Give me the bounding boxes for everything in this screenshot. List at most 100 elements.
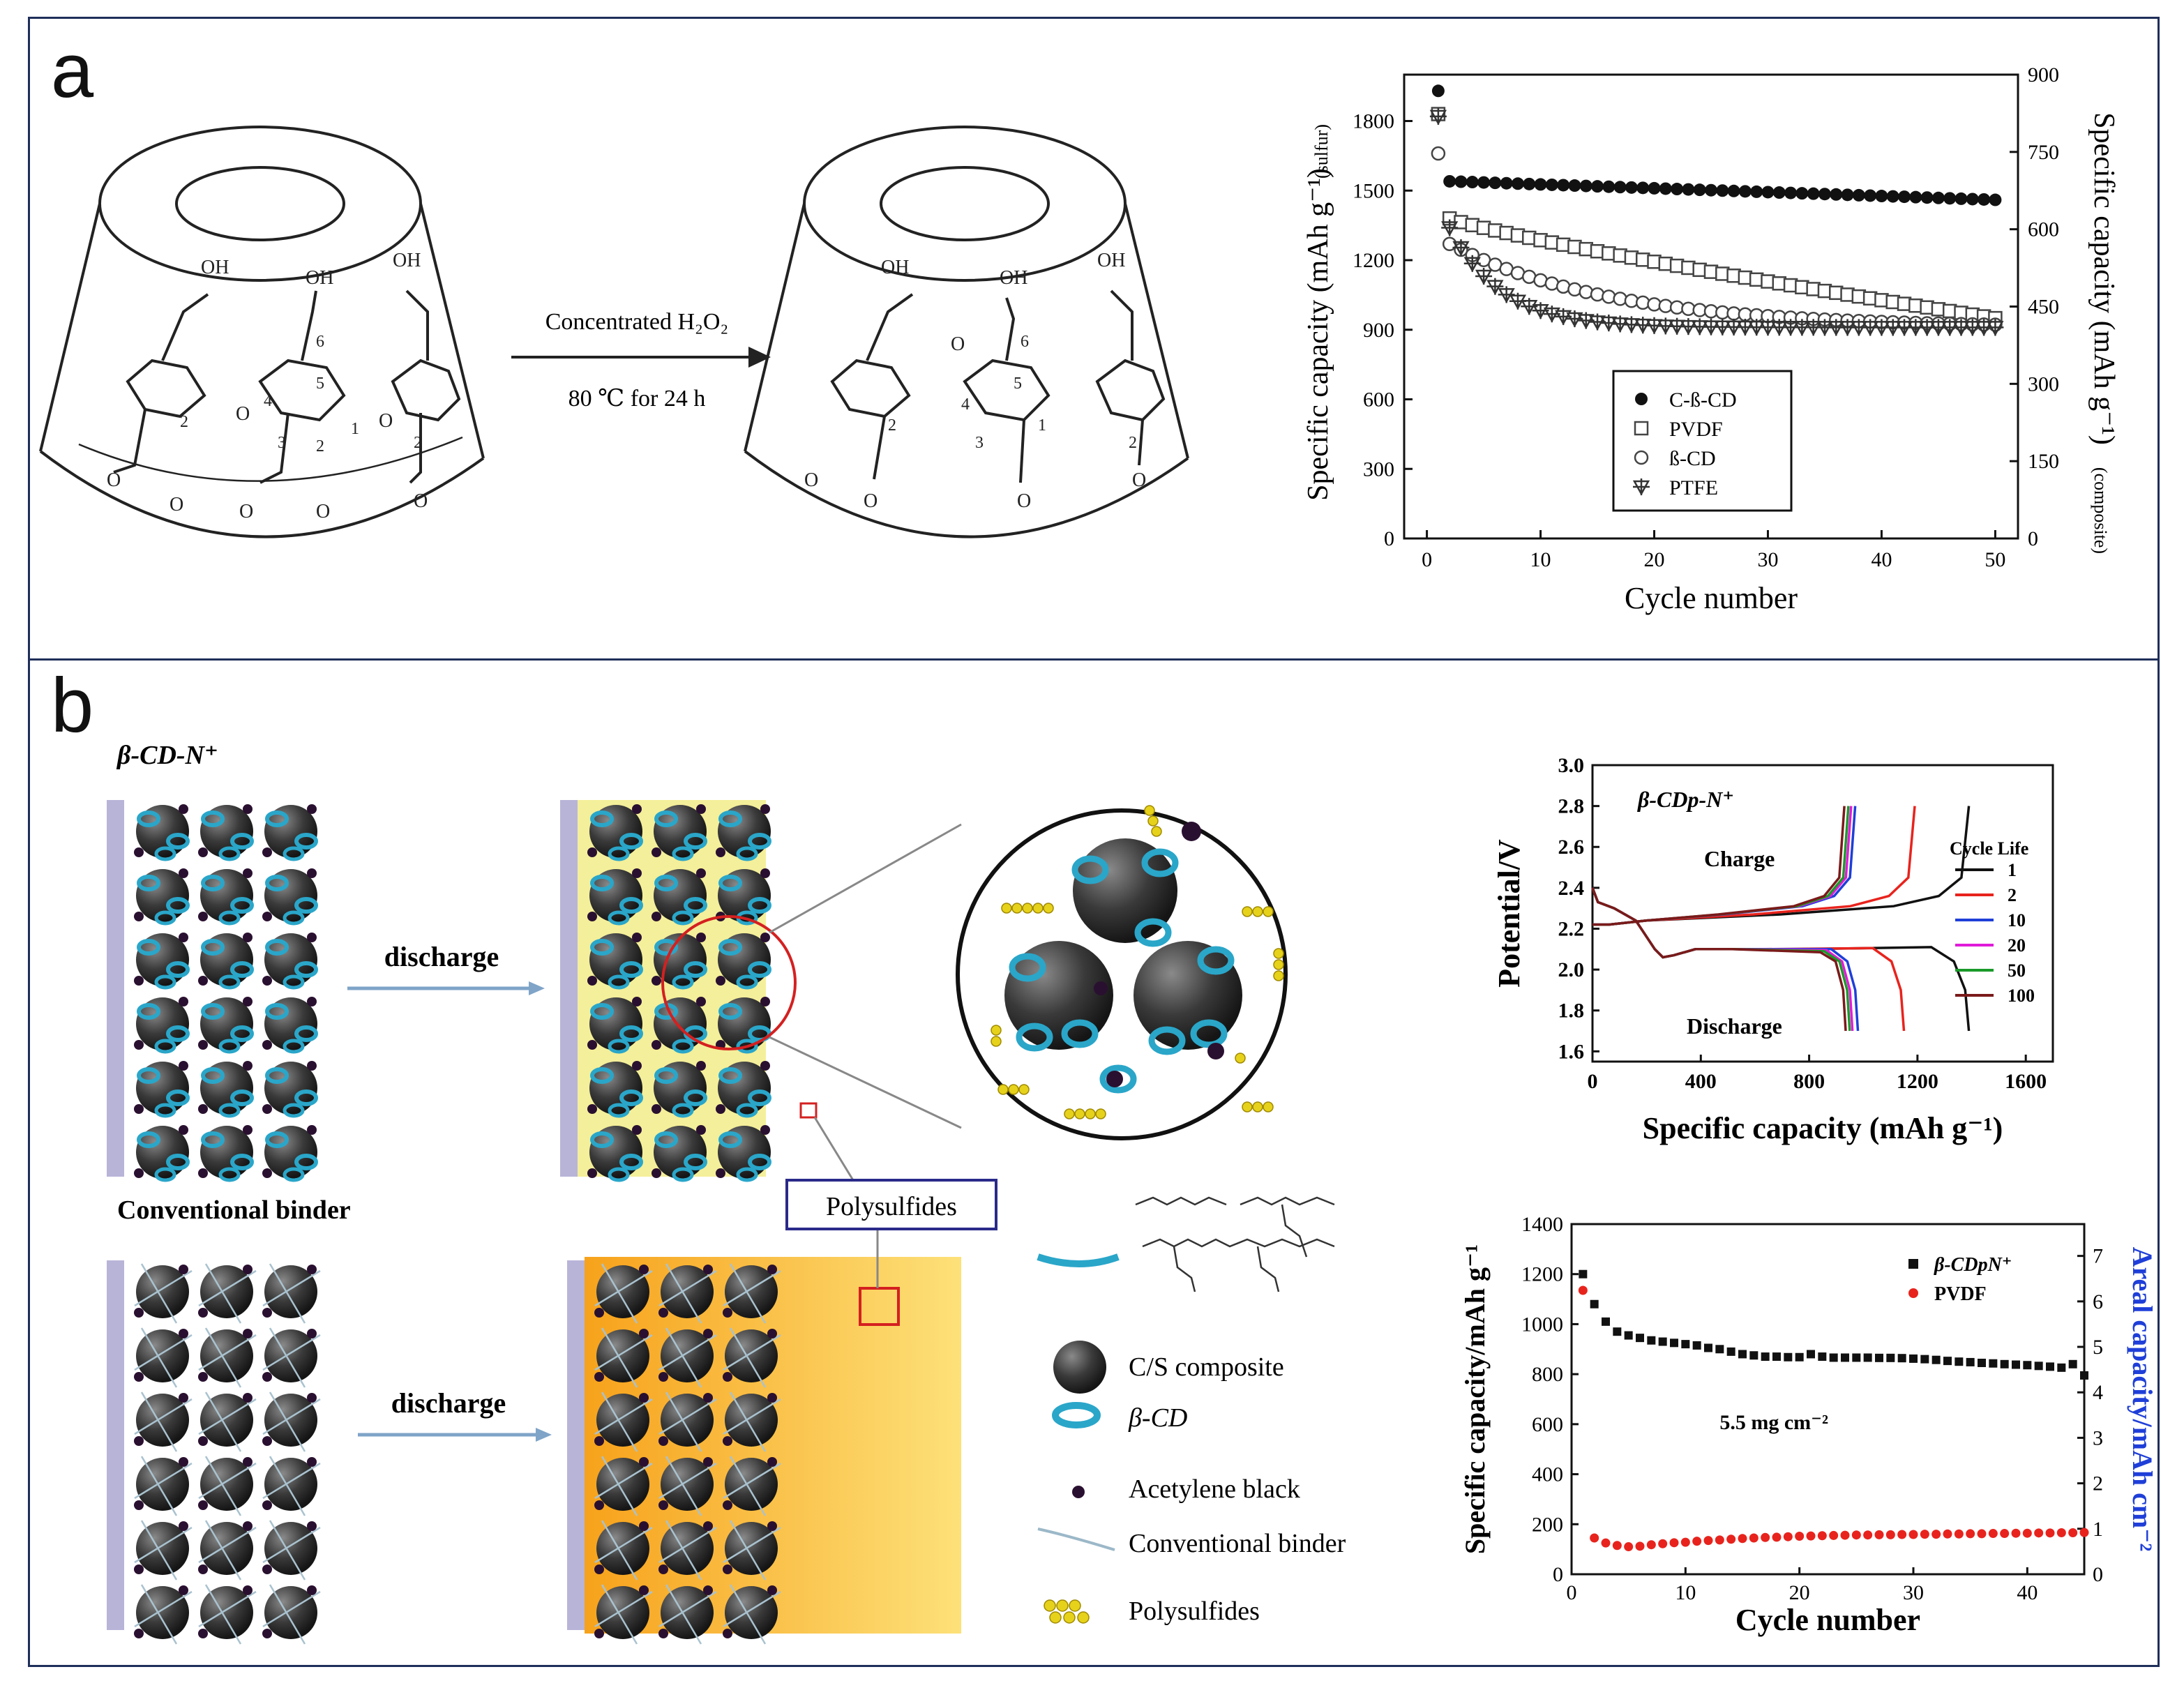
chem-label-n4: 4 <box>961 395 970 414</box>
binder-fiber <box>729 1391 767 1452</box>
binder-fiber <box>269 1391 306 1452</box>
data-point <box>1613 181 1627 194</box>
cd-ring <box>218 1039 241 1054</box>
cs-composite-sphere <box>654 1062 707 1115</box>
data-point <box>1920 1530 1929 1539</box>
binder-fiber <box>594 1269 653 1307</box>
acetylene-black <box>632 1125 642 1135</box>
data-point <box>1749 1533 1759 1543</box>
binder-fiber <box>729 1263 767 1324</box>
chem-label-n2: 2 <box>414 434 422 452</box>
y-axis-label: Potential/V <box>1492 839 1526 988</box>
data-point <box>1646 1540 1656 1550</box>
data-point <box>2023 1361 2032 1370</box>
data-point <box>1647 1336 1656 1345</box>
x-tick-label: 40 <box>1871 548 1892 571</box>
x-tick-label: 30 <box>1903 1581 1924 1604</box>
cd-ring <box>654 1067 678 1084</box>
cs-composite-sphere <box>718 1126 771 1179</box>
binder-fiber <box>140 1263 178 1324</box>
data-point <box>1613 1327 1622 1336</box>
binder-fiber <box>269 1327 306 1388</box>
cd-ring <box>283 1167 305 1182</box>
data-point <box>1545 178 1558 191</box>
data-point <box>1955 192 1968 205</box>
cd-ring <box>684 833 707 850</box>
binder-fiber <box>204 1391 242 1452</box>
cd-ring <box>230 1089 254 1106</box>
data-point <box>1954 1529 1964 1539</box>
acetylene-black <box>307 1265 317 1274</box>
binder-fiber <box>269 1520 306 1581</box>
data-point <box>1761 1532 1770 1542</box>
binder-fiber <box>269 1263 306 1324</box>
acetylene-black <box>658 1436 668 1446</box>
data-point <box>1761 1352 1770 1362</box>
acetylene-black <box>307 1393 317 1403</box>
data-point <box>1726 1534 1736 1544</box>
data-point <box>1579 1269 1588 1279</box>
cd-ring <box>608 910 630 926</box>
y-tick-label: 2.2 <box>1558 917 1585 940</box>
binder-fiber <box>262 1269 321 1307</box>
data-point <box>1988 1529 1998 1539</box>
panel-label-a: a <box>51 28 94 114</box>
cs-composite-sphere <box>200 933 253 986</box>
y-tick-label: 600 <box>1532 1413 1563 1436</box>
cd-ring <box>619 833 643 850</box>
data-point <box>2079 1528 2089 1537</box>
data-point <box>1579 179 1592 193</box>
data-point <box>1885 1530 1895 1539</box>
cs-composite-icon <box>1053 1341 1106 1394</box>
callout-line <box>813 1117 854 1181</box>
binder-fiber <box>723 1590 781 1628</box>
data-point <box>1943 1357 1952 1366</box>
data-point <box>1602 180 1616 193</box>
data-point <box>1693 183 1706 197</box>
binder-fiber <box>723 1334 781 1371</box>
data-point <box>1636 1334 1644 1343</box>
data-point <box>1829 1353 1838 1362</box>
binder-fiber <box>665 1520 702 1581</box>
acetylene-black <box>243 1393 253 1403</box>
legend-binder-label: Conventional binder <box>1129 1529 1346 1558</box>
cd-ring <box>137 810 160 827</box>
acetylene-black <box>198 1308 208 1318</box>
cd-ring <box>748 833 771 850</box>
data-point <box>1989 193 2002 206</box>
data-point <box>1511 177 1524 190</box>
acetylene-black <box>243 1585 253 1595</box>
acetylene-black <box>134 1500 144 1510</box>
data-point <box>1658 1337 1667 1346</box>
data-point <box>2080 1371 2088 1380</box>
x-tick-label: 1600 <box>2005 1070 2047 1093</box>
legend-title: Cycle Life <box>1950 838 2028 859</box>
acetylene-black <box>632 933 642 942</box>
data-point <box>1908 1530 1918 1539</box>
acetylene-black <box>179 804 188 814</box>
y2-axis-sublabel: (composite) <box>2091 467 2111 554</box>
acetylene-black <box>134 1104 144 1114</box>
acetylene-black <box>198 976 208 986</box>
cd-ring <box>230 1025 254 1042</box>
cd-ring <box>672 1039 694 1054</box>
binder-fiber <box>204 1263 242 1324</box>
cd-ring <box>166 1154 190 1170</box>
acetylene-black <box>760 1061 770 1071</box>
binder-fiber <box>658 1590 717 1628</box>
cs-composite-sphere <box>264 1126 317 1179</box>
data-point <box>1966 1529 1975 1539</box>
binder-fiber <box>204 1520 242 1581</box>
chem-label-o: O <box>951 333 965 355</box>
chem-label-o: O <box>1132 469 1146 491</box>
binder-fiber <box>729 1327 767 1388</box>
data-point <box>1727 184 1740 197</box>
binder-fiber <box>665 1263 702 1324</box>
acetylene-black <box>262 1629 272 1638</box>
cs-composite-sphere <box>264 1062 317 1115</box>
binder-fiber <box>729 1584 767 1645</box>
data-point <box>1920 191 1934 204</box>
cd-ring <box>608 974 630 990</box>
acetylene-black <box>696 1125 706 1135</box>
